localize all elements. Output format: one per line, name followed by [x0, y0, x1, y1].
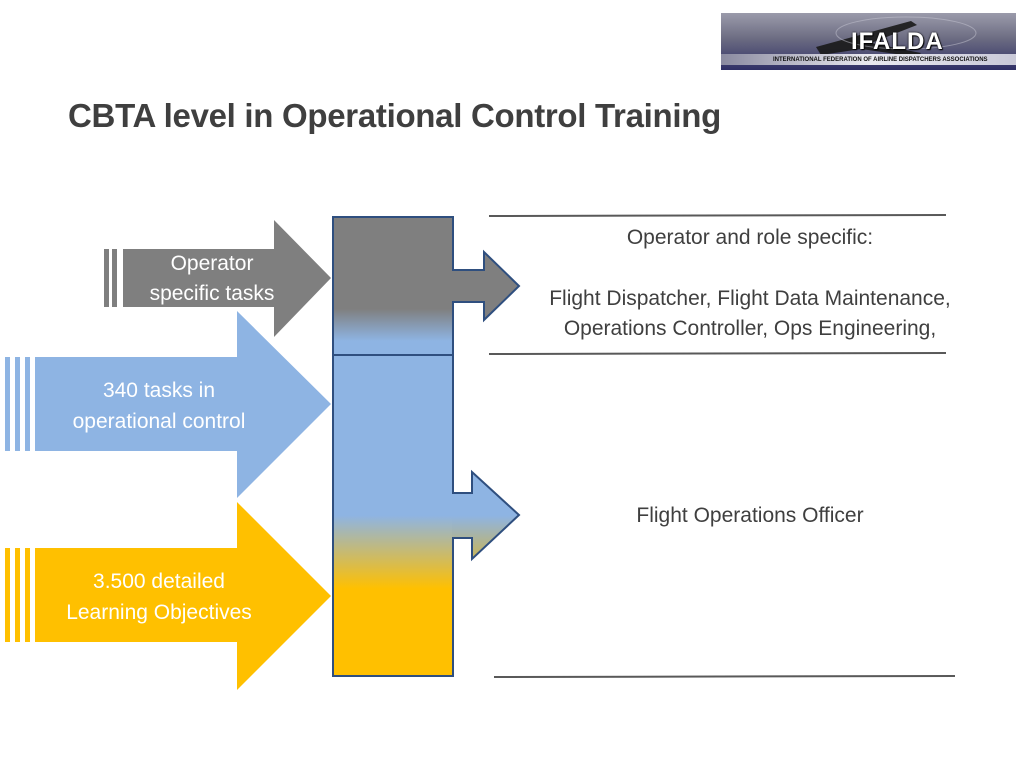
cbta-level-bar	[332, 216, 454, 677]
role-list-line2: Operations Controller, Ops Engineering,	[563, 317, 937, 340]
airplane-icon	[816, 16, 977, 57]
objectives-label-line2: Learning Objectives	[66, 601, 252, 624]
tasks-arrow-label: 340 tasks in operational control	[35, 375, 283, 437]
role-list-line1: Flight Dispatcher, Flight Data Maintenan…	[549, 287, 951, 310]
tasks-arrow	[5, 311, 331, 498]
page-title: CBTA level in Operational Control Traini…	[68, 97, 721, 134]
flight-ops-officer-arrow	[452, 469, 521, 562]
objectives-arrow-label: 3.500 detailed Learning Objectives	[35, 566, 283, 628]
separator-middle	[488, 352, 947, 355]
flight-operations-officer-label: Flight Operations Officer	[636, 504, 864, 527]
logo-subtitle: INTERNATIONAL FEDERATION OF AIRLINE DISP…	[773, 57, 988, 63]
tasks-label-line1: 340 tasks in	[102, 379, 216, 402]
tasks-label-line2: operational control	[72, 410, 246, 433]
operator-label-line1: Operator	[170, 252, 254, 275]
logo-band	[721, 54, 1016, 65]
objectives-label-line1: 3.500 detailed	[93, 570, 225, 593]
separator-bottom	[493, 675, 956, 678]
separator-top	[488, 214, 947, 217]
operator-arrow	[104, 220, 331, 337]
ifalda-logo: IFALDA INTERNATIONAL FEDERATION OF AIRLI…	[721, 13, 1016, 70]
objectives-arrow	[5, 502, 331, 690]
operator-arrow-label: Operator specific tasks	[123, 249, 301, 309]
role-specific-heading: Operator and role specific:	[626, 226, 874, 249]
operator-role-arrow	[452, 249, 521, 323]
operator-label-line2: specific tasks	[149, 282, 275, 305]
logo-wordmark: IFALDA	[851, 28, 944, 55]
